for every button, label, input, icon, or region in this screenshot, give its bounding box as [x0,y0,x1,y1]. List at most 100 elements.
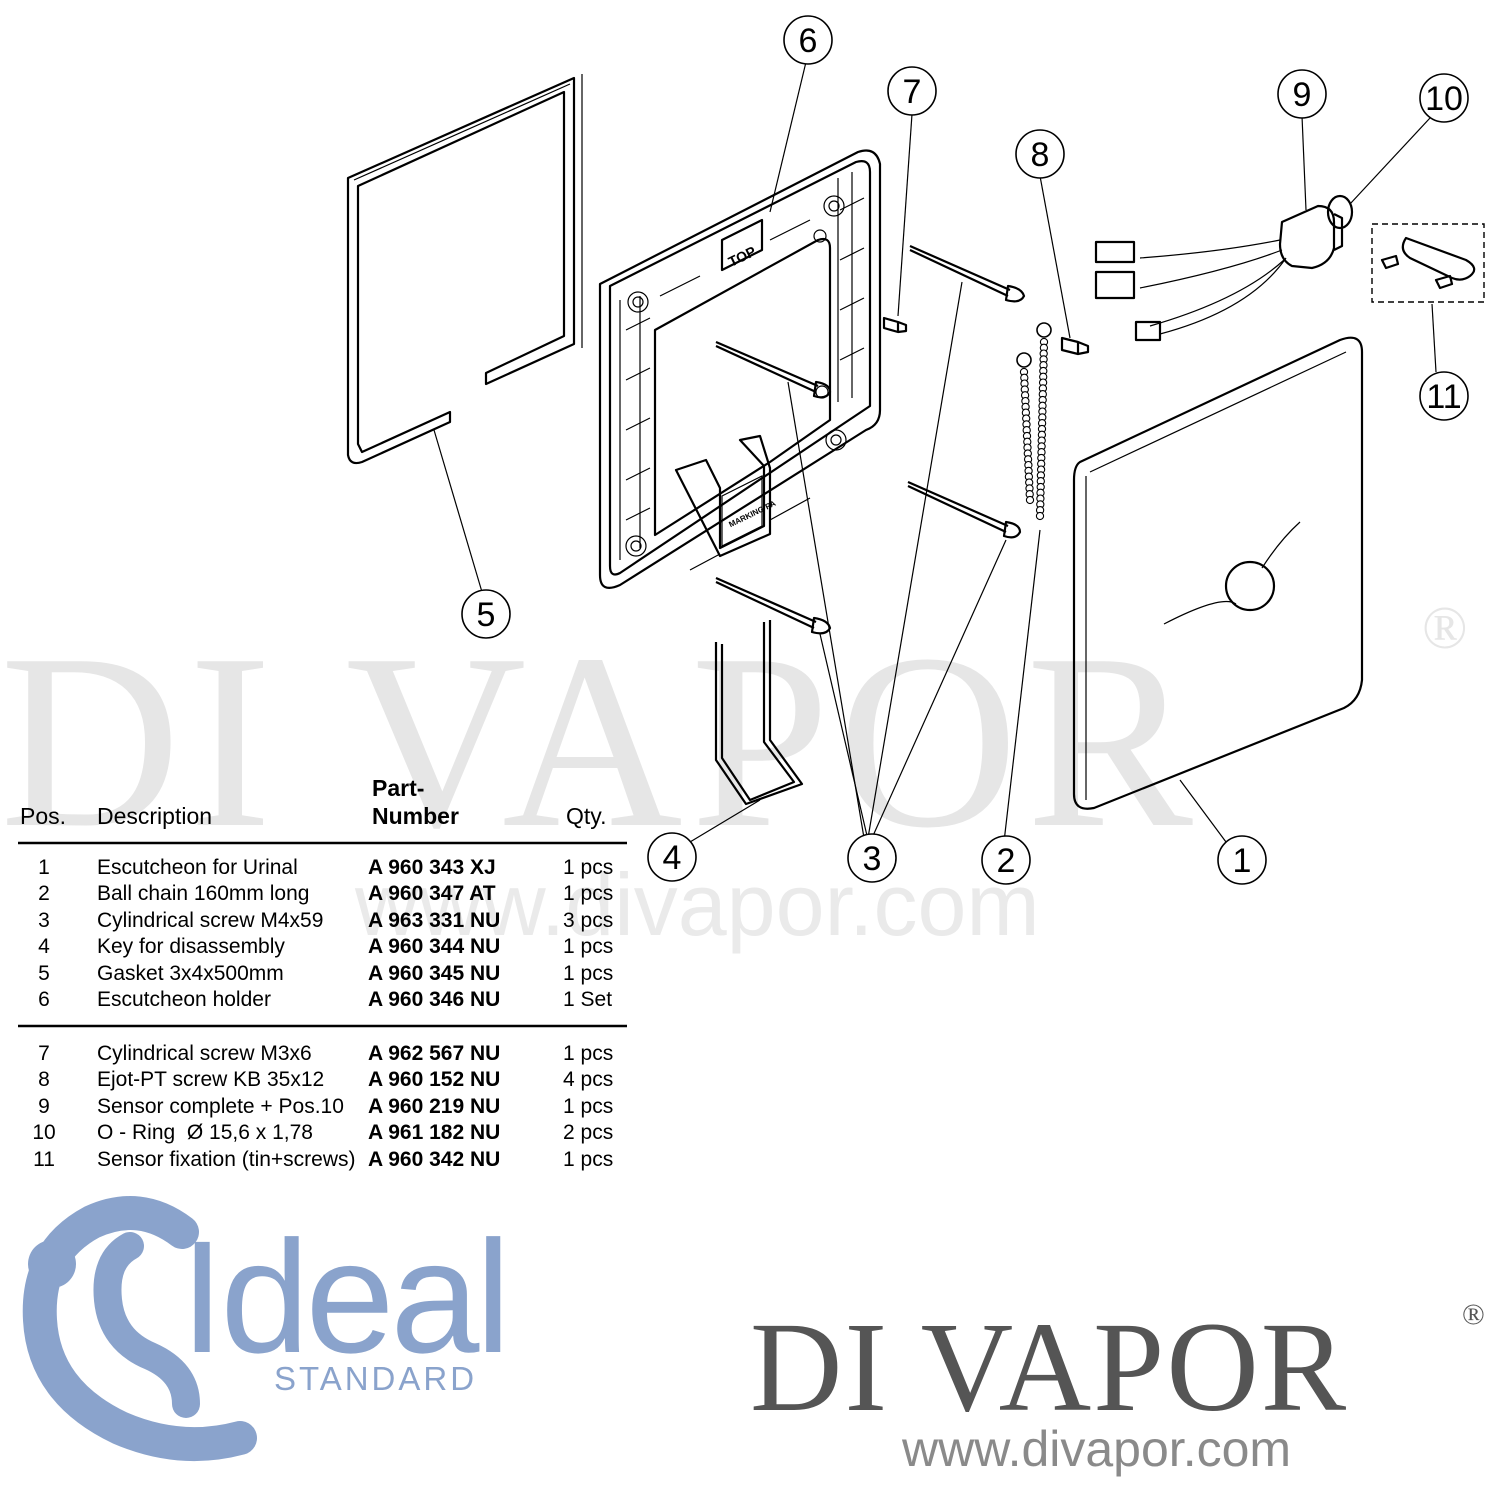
brand-registered: ® [1462,1298,1485,1331]
table-row: 9 Sensor complete + Pos.10 A 960 219 NU 1 p… [38,1095,613,1118]
cell-part-number: A 960 152 NU [368,1068,500,1091]
top-tab-label: TOP [726,243,759,270]
cell-pos: 10 [32,1121,55,1144]
table-row: 8 Ejot-PT screw KB 35x12 A 960 152 NU 4 pcs [38,1068,613,1091]
divapor-logo: DI VAPOR ® www.divapor.com [750,1296,1485,1477]
cell-part-number: A 961 182 NU [368,1121,500,1144]
cell-qty: 1 pcs [563,1148,613,1171]
cell-part-number: A 960 344 NU [368,935,500,958]
header-part-number-2: Number [372,803,459,829]
callout-label-1: 1 [1233,842,1252,880]
brand-url: www.divapor.com [901,1421,1291,1477]
cell-part-number: A 960 343 XJ [368,856,496,879]
cell-description: Sensor complete + Pos.10 [97,1095,344,1118]
callout-11: 11 [1419,371,1469,421]
cell-description: Escutcheon holder [97,988,271,1011]
cell-description: Cylindrical screw M4x59 [97,909,323,932]
callout-5: 5 [461,589,511,639]
watermark-brand: DI VAPOR [0,603,1201,880]
callout-label-9: 9 [1293,76,1312,114]
watermark-registered: ® [1422,595,1468,661]
callout-10: 10 [1419,73,1469,123]
watermark-url: www.divapor.com [354,855,1040,954]
cell-qty: 1 pcs [563,882,613,905]
callout-7: 7 [887,66,937,116]
callout-2: 2 [981,835,1031,885]
logo-s-curve [93,1232,200,1418]
callout-label-10: 10 [1425,80,1463,118]
cell-pos: 2 [38,882,50,905]
leader-lines [433,61,1437,843]
logo-swoosh [22,1196,257,1462]
cell-qty: 1 Set [563,988,612,1011]
callout-1: 1 [1217,835,1267,885]
cell-pos: 8 [38,1068,50,1091]
ball-chain-part [1016,322,1052,521]
cell-description: Cylindrical screw M3x6 [97,1042,312,1065]
cell-qty: 4 pcs [563,1068,613,1091]
callout-label-3: 3 [863,840,882,878]
cell-qty: 1 pcs [563,856,613,879]
cell-description: Ejot-PT screw KB 35x12 [97,1068,324,1091]
cell-qty: 1 pcs [563,1042,613,1065]
cell-pos: 6 [38,988,50,1011]
cell-pos: 5 [38,962,50,985]
callout-label-5: 5 [477,596,496,634]
cylindrical-screws-part [715,244,1026,635]
cell-description: O - Ring Ø 15,6 x 1,78 [97,1121,313,1144]
cell-description: Gasket 3x4x500mm [97,962,284,985]
sensor-part [1094,204,1344,342]
cell-part-number: A 960 219 NU [368,1095,500,1118]
escutcheon-holder-part: TOP MARKING PA [598,149,882,589]
cell-description: Key for disassembly [97,935,285,958]
cell-description: Sensor fixation (tin+screws) [97,1148,356,1171]
cell-qty: 1 pcs [563,1095,613,1118]
callout-6: 6 [783,15,833,65]
chain-bead [1025,495,1035,505]
callout-3: 3 [847,833,897,883]
cell-part-number: A 962 567 NU [368,1042,500,1065]
cell-pos: 9 [38,1095,50,1118]
cell-qty: 2 pcs [563,1121,613,1144]
cell-qty: 1 pcs [563,962,613,985]
cell-part-number: A 960 342 NU [368,1148,500,1171]
brand-name: DI VAPOR [750,1296,1348,1438]
gasket-part [346,74,583,465]
watermark: DI VAPOR ® www.divapor.com [0,595,1468,954]
logo-word: Ideal [180,1207,507,1386]
escutcheon-part [1072,336,1364,810]
ideal-standard-logo: Ideal STANDARD [22,1196,511,1462]
callout-4: 4 [647,832,697,882]
cell-pos: 1 [38,856,50,879]
header-part-number-1: Part- [372,775,424,801]
header-pos: Pos. [20,803,66,829]
cell-description: Ball chain 160mm long [97,882,309,905]
chain-ring [1016,352,1032,368]
cell-part-number: A 960 347 AT [368,882,496,905]
sensor-fixation-part [1371,223,1485,303]
callout-label-7: 7 [903,73,922,111]
cell-qty: 3 pcs [563,909,613,932]
table-row: 10 O - Ring Ø 15,6 x 1,78 A 961 182 NU 2 pc… [32,1121,613,1144]
small-screws-part [882,316,1090,356]
cell-pos: 4 [38,935,50,958]
callout-label-2: 2 [997,842,1016,880]
cell-part-number: A 960 345 NU [368,962,500,985]
chain-bead [1035,511,1045,521]
cell-part-number: A 963 331 NU [368,909,500,932]
key-part [714,620,804,806]
logo-sub: STANDARD [274,1360,477,1397]
cell-pos: 7 [38,1042,50,1065]
cell-pos: 3 [38,909,50,932]
chain-ring [1036,322,1052,338]
header-description: Description [97,803,212,829]
callout-label-6: 6 [799,22,818,60]
table-row: 3 Cylindrical screw M4x59 A 963 331 NU 3 pc… [38,909,613,932]
